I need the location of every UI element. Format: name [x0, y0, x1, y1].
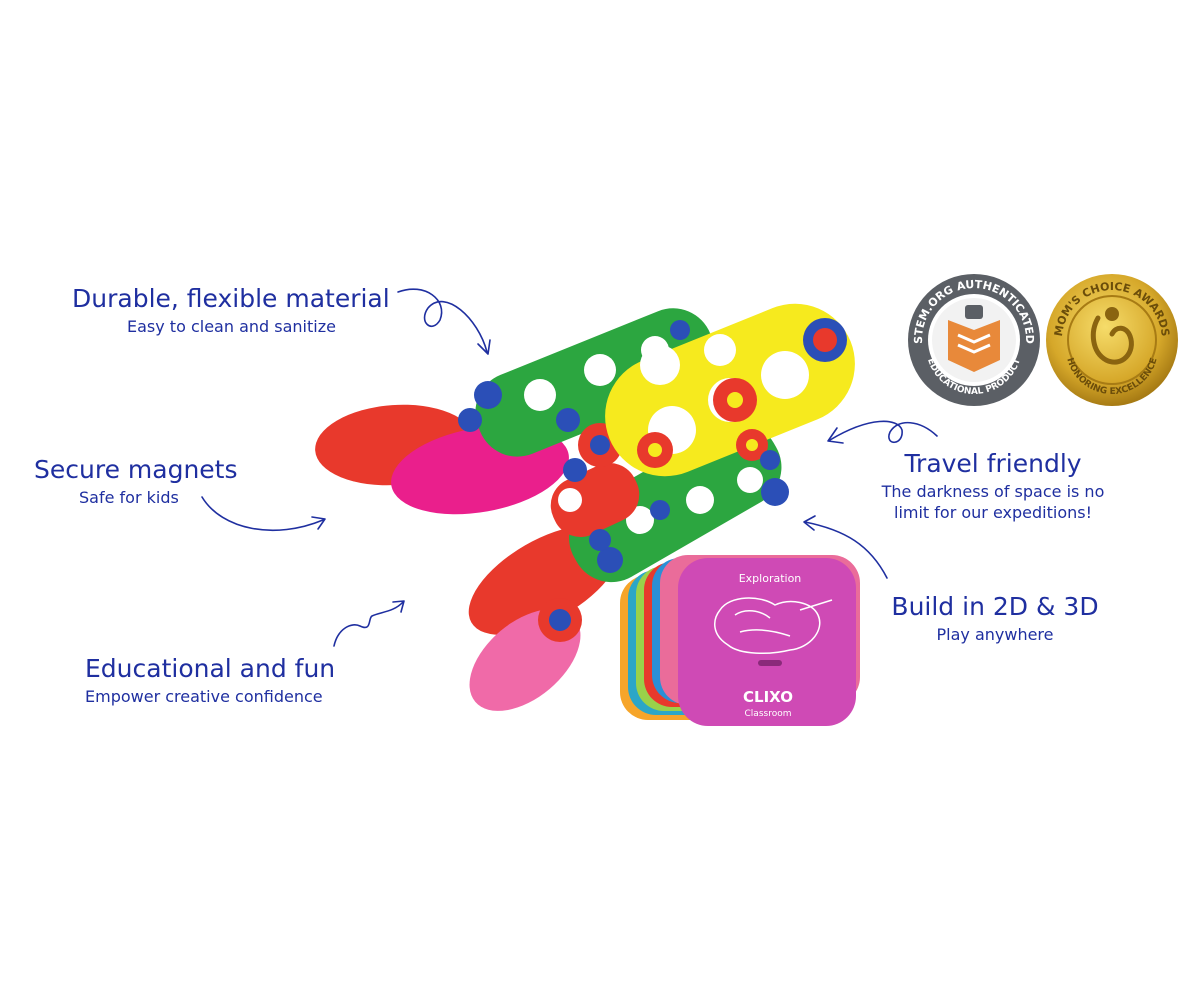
arrow-secure — [201, 496, 326, 531]
feature-durable: Durable, flexible material Easy to clean… — [72, 284, 390, 337]
yellow-piece — [605, 303, 855, 477]
feature-secure: Secure magnets Safe for kids — [34, 455, 244, 508]
card-illustration — [714, 597, 833, 655]
feature-travel-subtitle-line1: The darkness of space is no — [881, 482, 1105, 501]
arrow-travel — [827, 420, 938, 444]
arrow-educational — [333, 600, 405, 647]
feature-build-subtitle: Play anywhere — [936, 625, 1054, 644]
feature-educational-title: Educational and fun — [85, 654, 336, 683]
feature-travel-title: Travel friendly — [904, 449, 1082, 478]
mother-child-icon — [1090, 315, 1134, 365]
blue-magnet-bits — [458, 320, 780, 551]
moms-choice-badge: MOM'S CHOICE AWARDS HONORING EXCELLENCE — [1046, 274, 1178, 406]
stemorg-shield-icon — [948, 320, 1000, 372]
feature-build: Build in 2D & 3D Play anywhere — [885, 592, 1105, 645]
activity-card-stack: Exploration CLIXO Classroom — [620, 555, 860, 726]
feature-secure-title: Secure magnets — [34, 455, 238, 484]
arrow-durable — [397, 288, 491, 355]
robot-icon — [965, 305, 983, 319]
front-card — [678, 558, 856, 726]
feature-durable-title: Durable, flexible material — [72, 284, 390, 313]
feature-build-title: Build in 2D & 3D — [891, 592, 1099, 621]
feature-educational-subtitle: Empower creative confidence — [85, 687, 323, 706]
arrow-build — [803, 515, 888, 579]
card-brand: CLIXO — [743, 688, 793, 706]
feature-durable-subtitle: Easy to clean and sanitize — [127, 317, 336, 336]
card-label: Exploration — [739, 572, 802, 585]
stemorg-badge: STEM.ORG AUTHENTICATED EDUCATIONAL PRODU… — [908, 274, 1040, 406]
feature-educational: Educational and fun Empower creative con… — [85, 654, 340, 707]
feature-secure-subtitle: Safe for kids — [79, 488, 179, 507]
feature-travel-subtitle-line2: limit for our expeditions! — [894, 503, 1092, 522]
feature-travel: Travel friendly The darkness of space is… — [868, 449, 1118, 523]
card-brand-sub: Classroom — [745, 709, 792, 719]
green-tube-bottom — [569, 422, 789, 583]
